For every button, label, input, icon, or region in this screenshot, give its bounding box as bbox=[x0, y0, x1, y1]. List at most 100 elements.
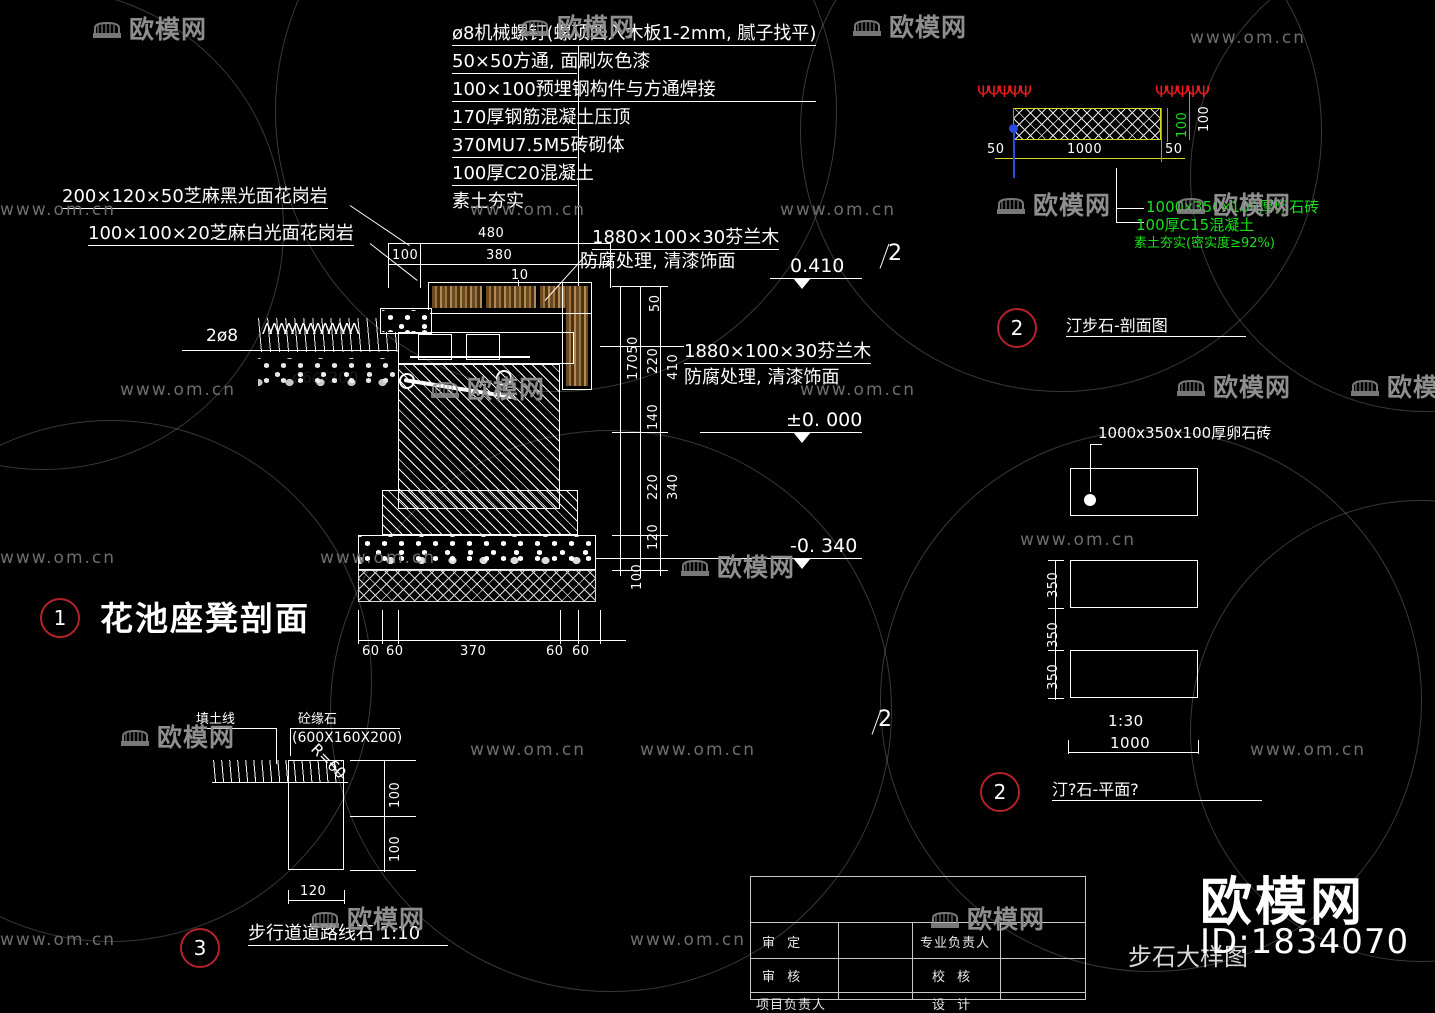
dim-50: 50 bbox=[648, 294, 663, 312]
dim-tick bbox=[612, 286, 668, 287]
dim-ext bbox=[398, 610, 399, 644]
dim-ext bbox=[420, 243, 421, 288]
dim-ext-vertical bbox=[1189, 92, 1190, 140]
sofa-icon bbox=[120, 726, 150, 746]
watermark-brand-text: 欧模网 bbox=[1213, 373, 1292, 402]
wood-slat bbox=[432, 286, 482, 308]
dim-350-c: 350 bbox=[1046, 663, 1061, 690]
sofa-icon bbox=[1176, 376, 1206, 396]
dim-ext bbox=[610, 243, 611, 288]
dim-50-right: 50 bbox=[1165, 142, 1183, 157]
title-block-divider bbox=[838, 922, 839, 1000]
leader-line bbox=[276, 728, 277, 764]
detail-bubble-2-plan[interactable]: 2 bbox=[980, 772, 1020, 812]
watermark-brand: 欧模网 bbox=[852, 8, 967, 44]
dim-ext-vertical bbox=[1167, 108, 1168, 142]
watermark-brand-text: 欧模网 bbox=[129, 15, 208, 44]
watermark-brand-text: 欧模网 bbox=[1387, 373, 1435, 402]
detail-bubble-1[interactable]: 1 bbox=[40, 598, 80, 638]
title-block-divider bbox=[750, 958, 1086, 959]
dim-line bbox=[288, 900, 344, 901]
watermark-big-brand: 欧模网 bbox=[1200, 873, 1366, 933]
dim-ext bbox=[1055, 560, 1056, 700]
watermark-brand-text: 欧模网 bbox=[717, 553, 796, 582]
elevation-triangle bbox=[793, 278, 811, 289]
dim-tick bbox=[350, 760, 416, 761]
stepping-stone-plan-1 bbox=[1070, 468, 1198, 516]
detail1-spec-notes: ø8机械螺钉(螺顶凹入木板1-2mm, 腻子找平) 50×50方通, 面刷灰色漆… bbox=[452, 22, 817, 212]
note-cobble-brick: 1000x350x100厚卵石砖 bbox=[1146, 198, 1320, 216]
note-c15-concrete: 100厚C15混凝土 bbox=[1136, 216, 1255, 234]
dim-120: 120 bbox=[646, 523, 661, 550]
detail-bubble-2-section[interactable]: 2 bbox=[997, 308, 1037, 348]
leader-line bbox=[290, 728, 291, 756]
right-note-finland-wood-2: 1880×100×30芬兰木 bbox=[684, 340, 872, 365]
dim-17050: 17050 bbox=[626, 336, 641, 380]
dim-line bbox=[995, 158, 1185, 159]
seat-frame-outline bbox=[562, 282, 592, 390]
detail-2-plan-title: 汀?石-平面? bbox=[1052, 780, 1262, 802]
dim-line-bottom bbox=[1068, 752, 1198, 753]
steel-tube bbox=[466, 334, 500, 360]
dim-60: 60 bbox=[546, 644, 564, 659]
concrete-base bbox=[358, 535, 596, 570]
dim-ext bbox=[1068, 740, 1069, 754]
wood-slat bbox=[540, 286, 568, 308]
spec-note-line: 素土夯实 bbox=[452, 191, 524, 213]
detail-bubble-3[interactable]: 3 bbox=[180, 928, 220, 968]
detail-1-title: 花池座凳剖面 bbox=[100, 599, 310, 638]
axis-line bbox=[1013, 130, 1015, 178]
note-fill-line: 填土线 bbox=[196, 712, 236, 727]
dim3-120: 120 bbox=[300, 884, 327, 899]
dim-1000-plan: 1000 bbox=[1110, 734, 1151, 752]
watermark-brand: 欧模网 bbox=[1350, 368, 1435, 404]
wood-slat bbox=[486, 286, 536, 308]
dim-tick bbox=[1048, 560, 1064, 561]
dim-ext bbox=[600, 610, 601, 644]
elevation-triangle bbox=[793, 432, 811, 443]
dim-ext bbox=[560, 610, 561, 644]
dim-ext bbox=[358, 610, 359, 644]
grass-tufts bbox=[258, 318, 403, 352]
dim-ext bbox=[382, 610, 383, 644]
dim-ext bbox=[640, 286, 641, 576]
wood-slat-vertical bbox=[566, 286, 588, 386]
spec-note-line: 100×100预埋钢构件与方通焊接 bbox=[452, 78, 817, 103]
dim-ext bbox=[344, 890, 345, 904]
leader-dot bbox=[1084, 494, 1096, 506]
watermark-url: www.om.cn bbox=[640, 740, 757, 760]
dim-ext bbox=[388, 243, 389, 288]
dim-480: 480 bbox=[478, 226, 505, 241]
watermark-url: www.om.cn bbox=[1250, 740, 1367, 760]
title-block-label-sheji: 设 计 bbox=[932, 998, 975, 1013]
left-note-granite-black: 200×120×50芝麻黑光面花岗岩 bbox=[62, 185, 328, 210]
leader-line bbox=[578, 46, 579, 206]
dim-50-left: 50 bbox=[987, 142, 1005, 157]
dim-60: 60 bbox=[386, 644, 404, 659]
dim-tick bbox=[350, 816, 416, 817]
dim-tick bbox=[612, 535, 668, 536]
dim-tick bbox=[612, 432, 668, 433]
sofa-icon bbox=[680, 556, 710, 576]
elevation-triangle bbox=[793, 558, 811, 569]
point-marker bbox=[1009, 124, 1018, 133]
detail-3-title: 步行道道路线石 1:10 bbox=[248, 922, 448, 947]
watermark-url: www.om.cn bbox=[470, 740, 587, 760]
watermark-circle bbox=[1190, 500, 1435, 962]
dim-line-480 bbox=[388, 243, 610, 244]
planting-tuft-icon: ΨΨΨΨΨ bbox=[1155, 82, 1210, 101]
elevation-0410: 0.410 bbox=[790, 255, 845, 277]
watermark-url: www.om.cn bbox=[120, 380, 237, 400]
dim-60: 60 bbox=[572, 644, 590, 659]
watermark-url: www.om.cn bbox=[630, 930, 747, 950]
left-note-granite-white: 100×100×20芝麻白光面花岗岩 bbox=[88, 222, 354, 247]
title-block-divider bbox=[750, 992, 1086, 993]
note-curb-size: (600X160X200) bbox=[292, 730, 403, 746]
watermark-brand: 欧模网 bbox=[92, 10, 207, 46]
dim-tick bbox=[1048, 698, 1064, 699]
dim-100: 100 bbox=[630, 563, 645, 590]
concrete-cap bbox=[398, 332, 574, 364]
dim-340: 340 bbox=[666, 473, 681, 500]
leader-line bbox=[600, 346, 684, 347]
dim3-100-top: 100 bbox=[388, 781, 403, 808]
